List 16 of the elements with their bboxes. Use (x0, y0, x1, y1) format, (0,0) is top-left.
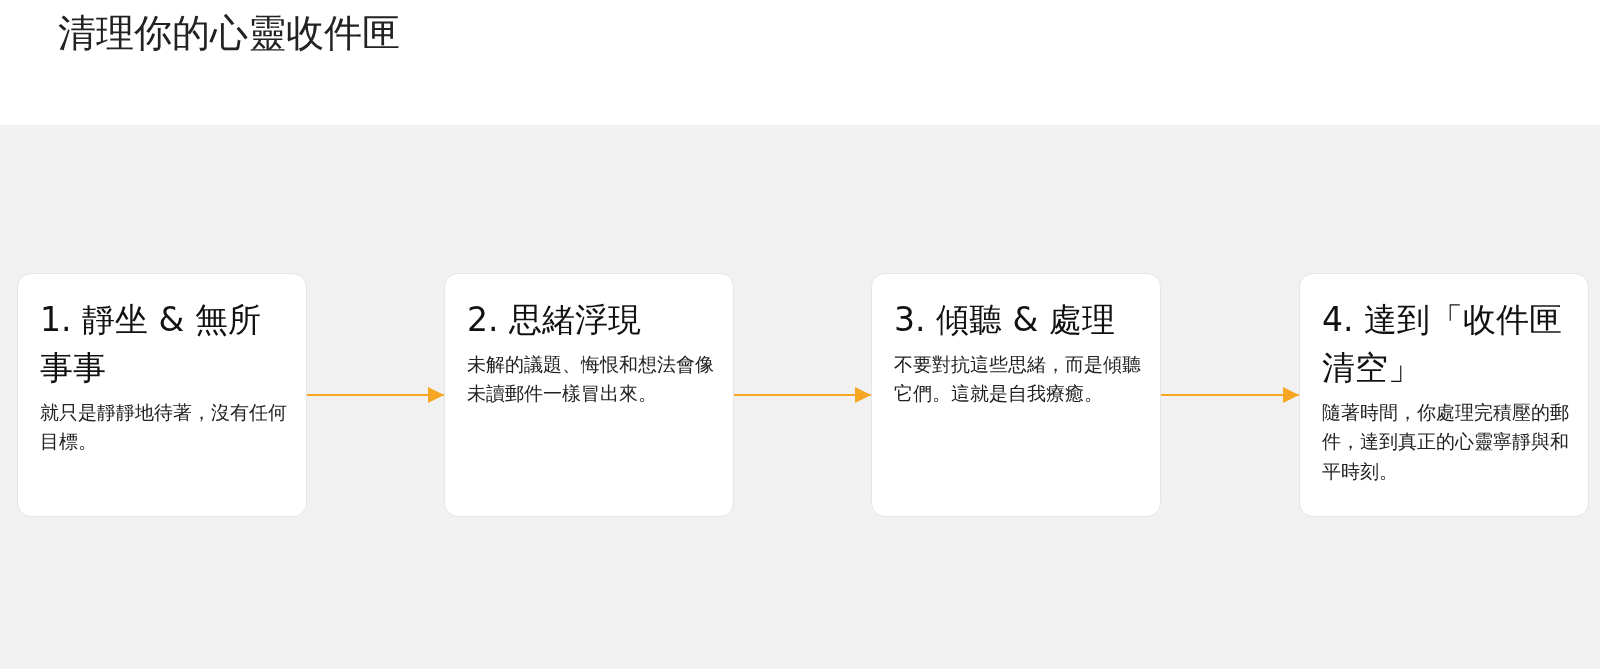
step-card (444, 273, 734, 517)
step-description: 就只是靜靜地待著，沒有任何目標。 (40, 399, 288, 455)
step-description: 未解的議題、悔恨和想法會像未讀郵件一樣冒出來。 (467, 351, 715, 407)
step-heading: 1. 靜坐 & 無所事事 (40, 299, 262, 389)
step-description: 不要對抗這些思緒，而是傾聽它們。這就是自我療癒。 (894, 351, 1142, 407)
step-card (1299, 273, 1589, 517)
title: 清理你的心靈收件匣 (58, 10, 400, 57)
arrow (306, 387, 445, 403)
step-heading: 2. 思緒浮現 (467, 299, 641, 341)
step-card (871, 273, 1161, 517)
step-card (17, 273, 307, 517)
arrow (733, 387, 872, 403)
step-heading: 3. 傾聽 & 處理 (894, 299, 1115, 341)
arrow (1160, 387, 1300, 403)
step-description: 隨著時間，你處理完積壓的郵件，達到真正的心靈寧靜與和平時刻。 (1322, 399, 1570, 484)
step-heading: 4. 達到「收件匣清空」 (1322, 299, 1563, 389)
